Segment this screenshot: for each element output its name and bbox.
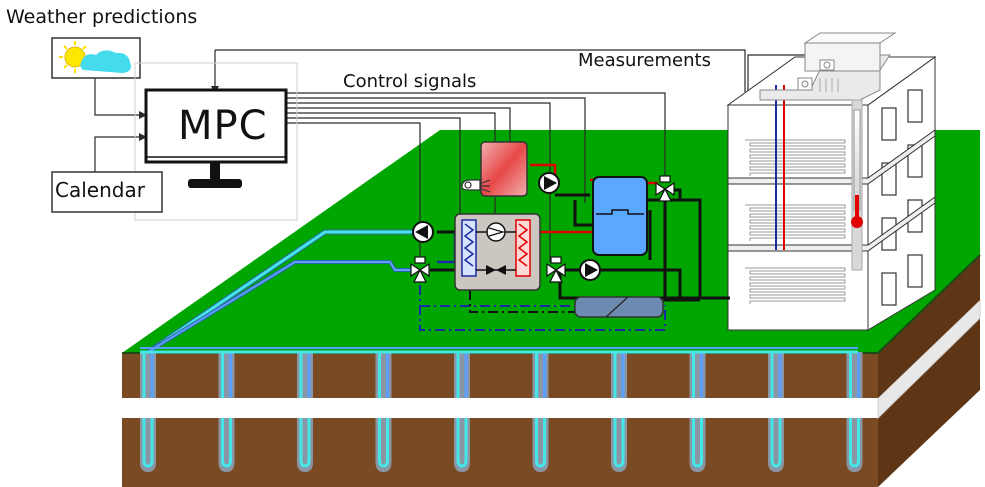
control-signal-wires <box>94 49 859 262</box>
three-way-valve-icon <box>410 256 430 283</box>
auxiliary-heat-exchanger <box>574 296 664 318</box>
soil-upper-side <box>878 255 980 398</box>
pump-icon <box>412 221 434 243</box>
mpc-label: MPC <box>178 103 268 149</box>
borehole <box>375 352 392 472</box>
ground-loop-pipes <box>140 229 858 355</box>
pump-icon <box>579 259 601 281</box>
storage-tank <box>592 176 648 256</box>
three-way-valve-icon <box>546 256 566 283</box>
cloud-icon <box>80 50 131 73</box>
borehole <box>846 352 863 472</box>
building <box>726 32 937 331</box>
soil-lower-front <box>122 418 878 487</box>
borehole <box>611 352 627 472</box>
borehole <box>689 352 706 472</box>
measurements-label: Measurements <box>578 50 711 71</box>
window <box>907 254 923 288</box>
window <box>907 89 923 123</box>
pump-icon <box>538 172 560 194</box>
borehole-field <box>140 352 863 472</box>
mpc-monitor <box>134 62 298 221</box>
plant-equipment <box>410 141 730 331</box>
weather-predictions-label: Weather predictions <box>6 6 198 28</box>
boiler <box>461 141 528 197</box>
expansion-valve-icon <box>486 265 506 275</box>
borehole <box>297 352 313 472</box>
three-way-valve-icon <box>655 175 675 202</box>
sun-icon <box>59 41 91 73</box>
borehole <box>140 352 156 472</box>
window <box>881 272 897 306</box>
compressor-icon <box>486 222 506 242</box>
calendar-box <box>51 171 163 213</box>
soil-lower-side <box>878 318 980 487</box>
ventilation-unit <box>759 32 897 101</box>
borehole <box>532 352 549 472</box>
borehole <box>218 352 235 472</box>
soil-upper-front <box>122 353 878 398</box>
window <box>881 107 897 141</box>
weather-predictions-box <box>51 37 141 79</box>
control-signals-label: Control signals <box>343 71 477 92</box>
borehole <box>454 352 470 472</box>
heat-pump <box>454 213 541 291</box>
borehole <box>768 352 784 472</box>
calendar-label: Calendar <box>55 178 145 202</box>
thermometer-icon <box>851 99 863 271</box>
flame-icon <box>461 179 491 193</box>
